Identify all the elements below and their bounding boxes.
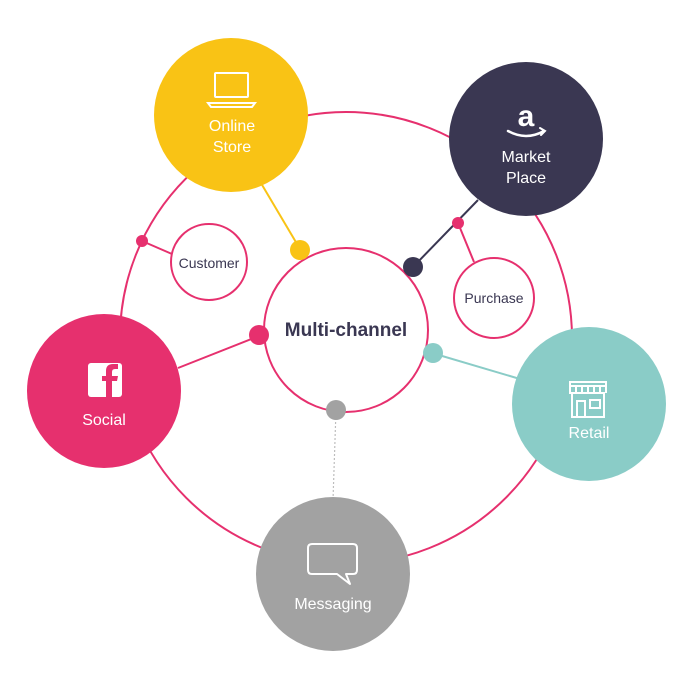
laptop-icon — [206, 72, 257, 108]
node-dot-messaging — [326, 400, 346, 420]
facebook-icon — [88, 363, 122, 397]
node-dot-online-store — [290, 240, 310, 260]
customer-label: Customer — [179, 255, 240, 271]
customer-circle — [170, 223, 248, 301]
online-store-label-2: Store — [213, 139, 251, 156]
connector-online-store — [254, 172, 301, 250]
retail-label: Retail — [569, 425, 610, 442]
messaging-label: Messaging — [294, 596, 371, 613]
channel-market-place: a Market Place — [449, 62, 603, 216]
node-dot-retail — [423, 343, 443, 363]
market-place-label-1: Market — [502, 149, 551, 166]
chat-bubble-icon — [307, 543, 358, 585]
purchase-circle — [453, 257, 535, 339]
connector-messaging — [332, 409, 337, 501]
amazon-icon: a — [506, 100, 547, 138]
connector-retail — [431, 352, 521, 380]
market-place-label-2: Place — [506, 170, 546, 187]
center-label: Multi-channel — [285, 320, 407, 341]
node-dot-market-place — [403, 257, 423, 277]
connector-social — [177, 335, 260, 369]
connector-purchase — [457, 222, 475, 263]
online-store-label-1: Online — [209, 118, 255, 135]
connector-market-place — [412, 199, 479, 268]
connector-customer — [141, 240, 173, 255]
channel-messaging: Messaging — [256, 497, 410, 651]
svg-text:a: a — [518, 100, 535, 133]
channel-online-store: Online Store — [154, 38, 308, 192]
node-dot-social — [249, 325, 269, 345]
social-label: Social — [82, 412, 126, 429]
channel-retail: Retail — [512, 327, 666, 481]
channel-social: Social — [27, 314, 181, 468]
purchase-label: Purchase — [464, 290, 523, 306]
storefront-icon — [569, 381, 607, 418]
